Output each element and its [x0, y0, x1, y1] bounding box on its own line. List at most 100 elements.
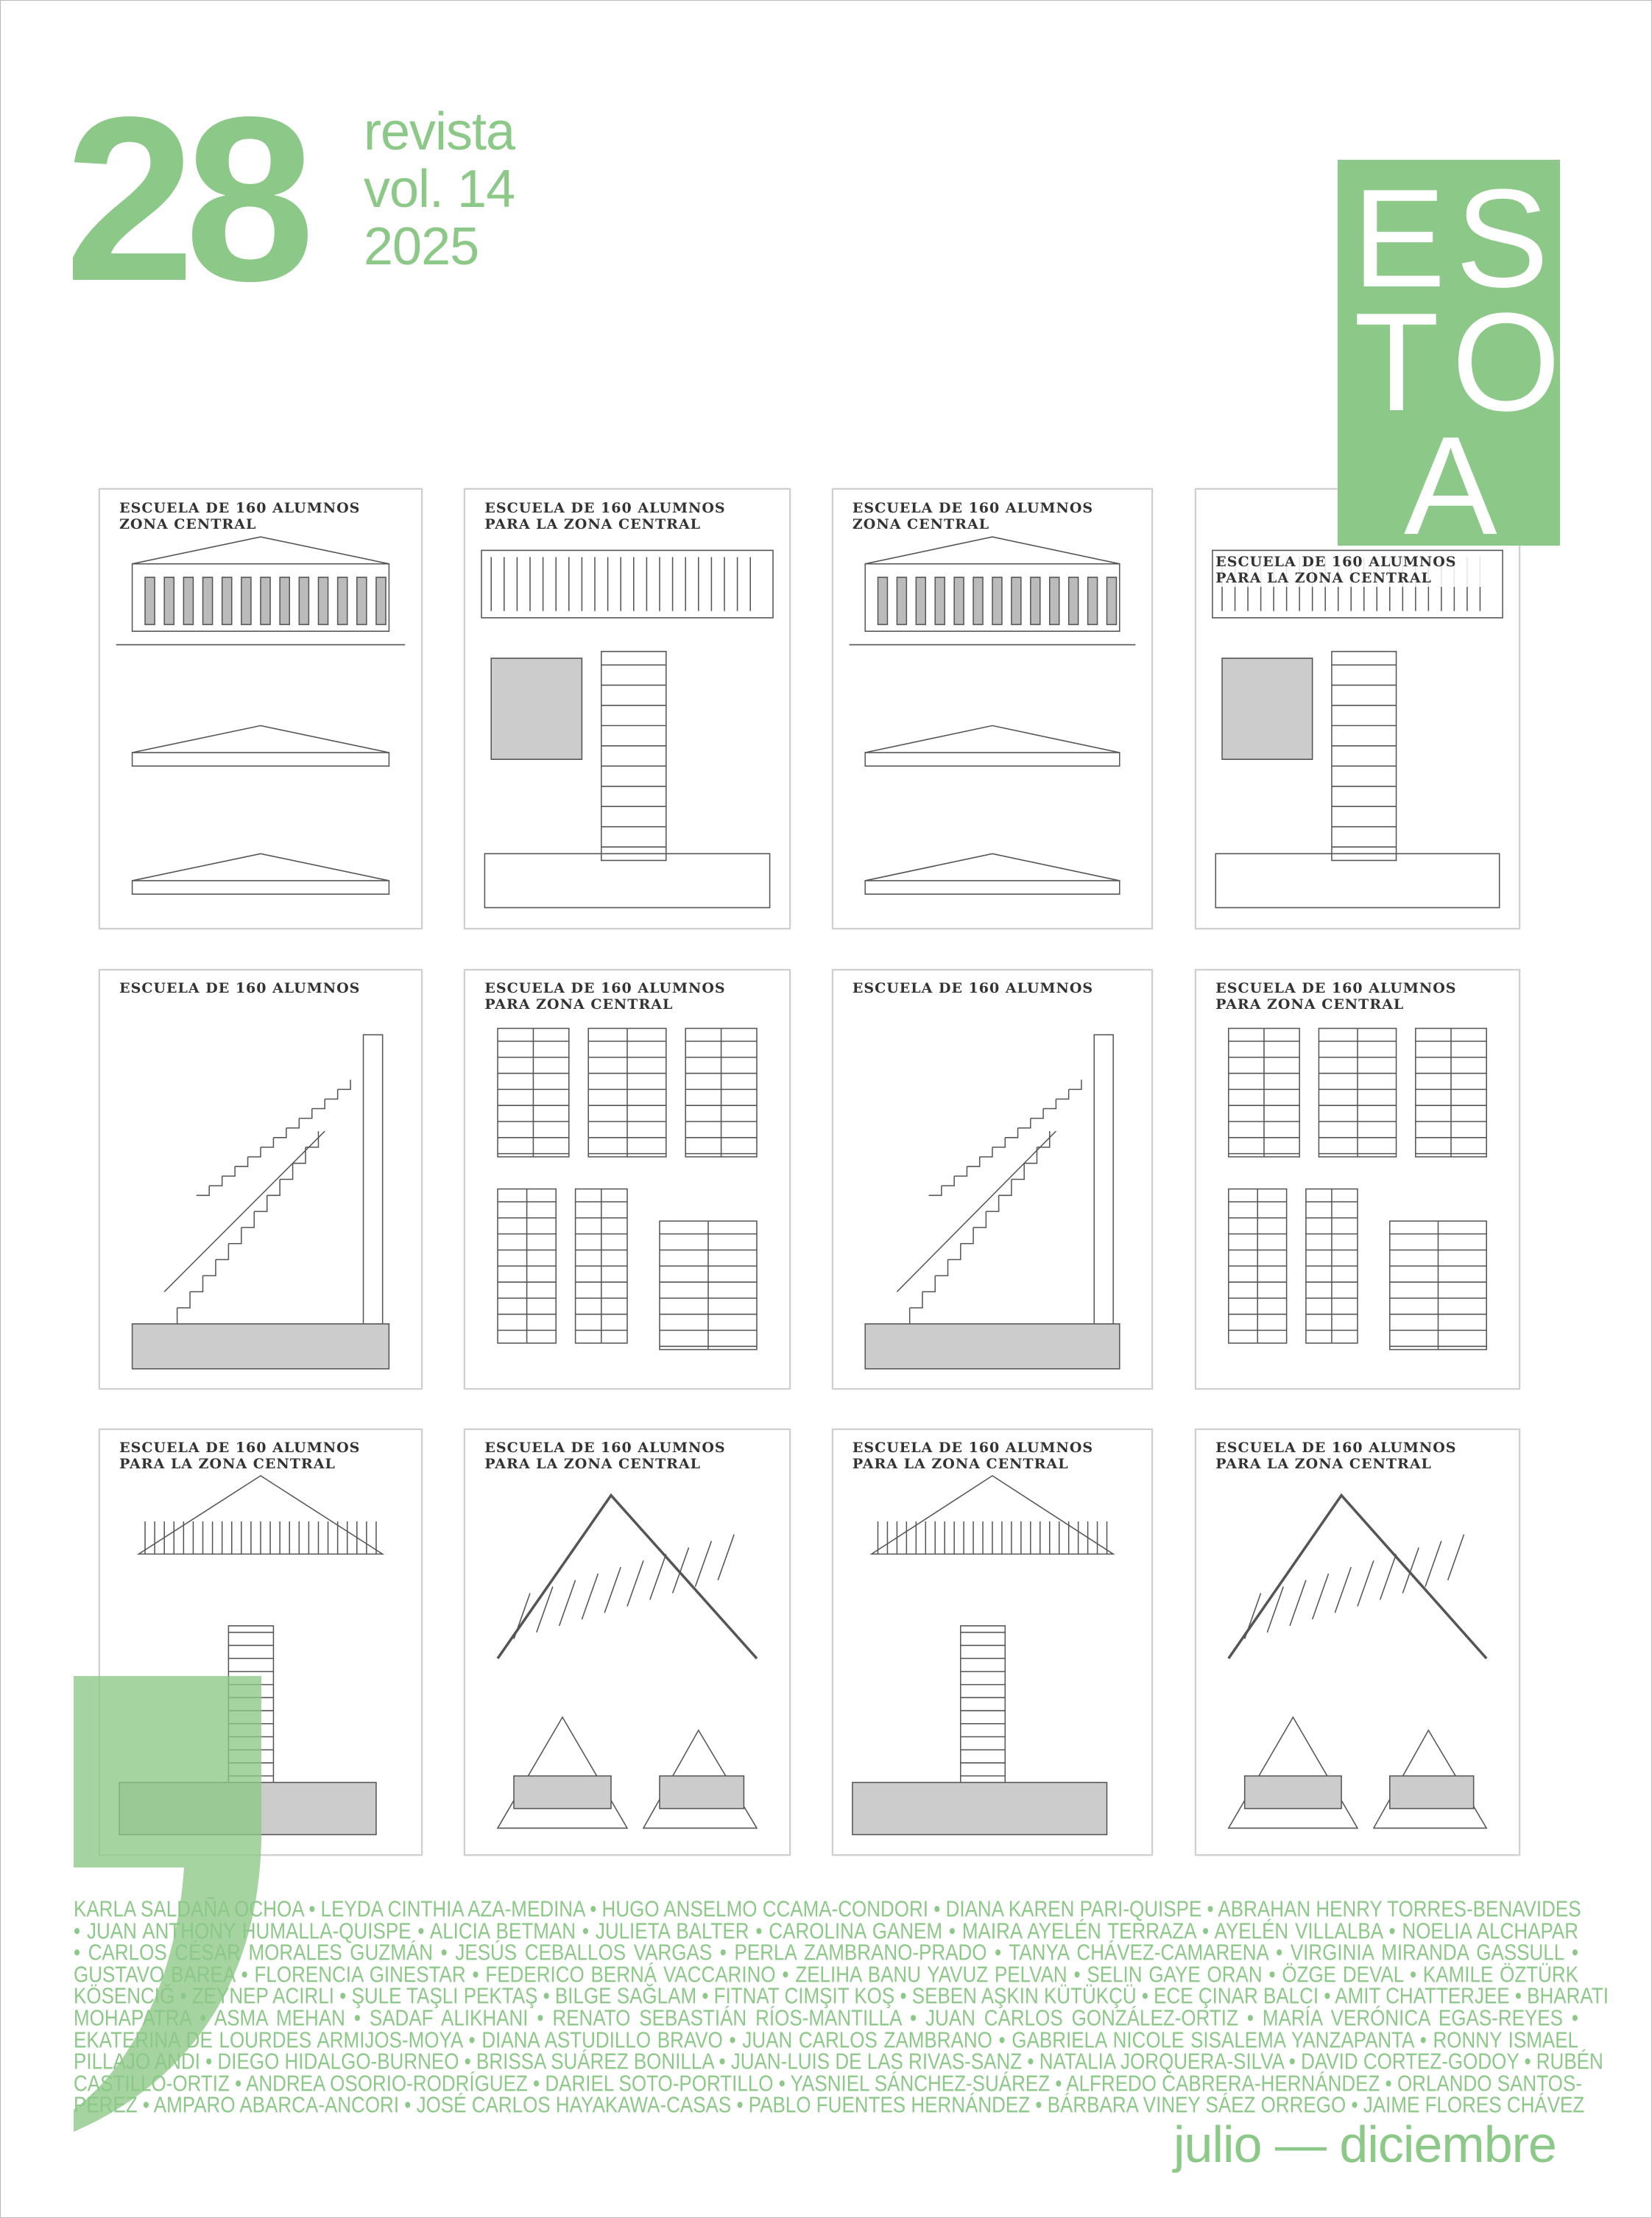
- plate-drawing: ESCUELA DE 160 ALUMNOS PARA LA ZONA CENT…: [99, 1429, 423, 1856]
- year-label: 2025: [364, 217, 479, 276]
- plate-line: [286, 1118, 300, 1129]
- plate-linework: [116, 536, 406, 895]
- plate-line: [934, 577, 945, 625]
- plate-line: [960, 1227, 974, 1244]
- authors-line: KARLA SALDAÑA OCHOA • LEYDA CINTHIA AZA-…: [74, 1895, 1581, 1922]
- plate-line: [864, 752, 1120, 767]
- plate-line: [992, 1137, 1006, 1148]
- plate-line: [852, 1781, 1108, 1836]
- plate-line: [496, 1716, 629, 1829]
- plate-linework: [849, 536, 1136, 895]
- plate-line: [513, 1775, 612, 1809]
- plate-title: ESCUELA DE 160 ALUMNOS ZONA CENTRAL: [119, 500, 402, 533]
- plate-title: ESCUELA DE 160 ALUMNOS: [852, 980, 1133, 998]
- plate-linework: [1227, 1493, 1488, 1829]
- plate-line: [1212, 549, 1503, 619]
- plate-line: [1289, 1580, 1307, 1627]
- plate-line: [865, 853, 1120, 881]
- plate-line: [973, 1211, 987, 1228]
- plate-linework: [119, 1475, 385, 1836]
- plate-line: [1106, 577, 1118, 625]
- plate-line: [897, 1307, 911, 1325]
- plate-linework: [1228, 1027, 1487, 1351]
- plate-line: [317, 577, 329, 625]
- plate-line: [132, 536, 389, 565]
- plate-line: [1425, 1541, 1442, 1587]
- plate-line: [163, 1130, 325, 1292]
- logo-letter-a: A: [1404, 408, 1497, 564]
- plate-line: [375, 577, 386, 625]
- plate-line: [1056, 1089, 1070, 1100]
- plate-line: [717, 1534, 735, 1581]
- plate-drawing: ESCUELA DE 160 ALUMNOS PARA LA ZONA CENT…: [832, 1429, 1153, 1856]
- plate-line: [241, 1211, 255, 1228]
- plate-line: [1243, 1593, 1262, 1639]
- plate-line: [896, 577, 908, 625]
- plate-line: [935, 1259, 949, 1277]
- plate-title: ESCUELA DE 160 ALUMNOS PARA ZONA CENTRAL: [1215, 980, 1500, 1013]
- plate-line: [992, 577, 1003, 625]
- plate-line: [865, 725, 1120, 753]
- plate-line: [1024, 1147, 1038, 1164]
- plate-line: [1311, 1573, 1330, 1620]
- plate-line: [1068, 1080, 1082, 1091]
- journal-label: revista: [364, 102, 515, 161]
- plate-line: [581, 1573, 599, 1620]
- plate-line: [131, 1323, 390, 1370]
- plate-line: [209, 1176, 223, 1186]
- plate-line: [1043, 1099, 1057, 1110]
- plate-line: [967, 1156, 981, 1167]
- plate-drawing: ESCUELA DE 160 ALUMNOS PARA LA ZONA CENT…: [464, 1429, 791, 1856]
- plate-line: [221, 577, 233, 625]
- plate-linework: [864, 1034, 1120, 1370]
- plate-line: [306, 1131, 320, 1148]
- plate-line: [659, 1775, 745, 1809]
- plate-line: [1017, 1118, 1031, 1129]
- plate-line: [144, 577, 155, 625]
- plate-line: [362, 1034, 384, 1325]
- plate-line: [222, 1166, 236, 1177]
- authors-line: MOHAPATRA • ASMA MEHAN • SADAF ALIKHANI …: [74, 2004, 1578, 2031]
- plate-line: [1379, 1554, 1397, 1600]
- plate-linework: [497, 1027, 758, 1351]
- authors-line: EKATERINA DE LOURDES ARMIJOS-MOYA • DIAN…: [74, 2026, 1578, 2053]
- plate-line: [998, 1179, 1012, 1197]
- plate-line: [131, 752, 390, 767]
- plate-drawing: ESCUELA DE 160 ALUMNOS: [99, 969, 423, 1390]
- plate-line: [1266, 1586, 1284, 1633]
- plate-line: [325, 1089, 339, 1100]
- authors-list: KARLA SALDAÑA OCHOA • LEYDA CINTHIA AZA-…: [74, 1895, 1609, 2118]
- plate-linework: [496, 1493, 758, 1829]
- plate-drawing: ESCUELA DE 160 ALUMNOS PARA ZONA CENTRAL: [1195, 969, 1520, 1390]
- plate-title: ESCUELA DE 160 ALUMNOS PARA LA ZONA CENT…: [1215, 1440, 1500, 1474]
- issue-number: 28: [65, 68, 315, 330]
- plate-line: [481, 549, 774, 619]
- plate-title: ESCUELA DE 160 ALUMNOS PARA LA ZONA CENT…: [852, 1440, 1133, 1474]
- authors-line: • CARLOS CÉSAR MORALES GUZMÁN • JESÚS CE…: [74, 1939, 1578, 1965]
- plate-title: ESCUELA DE 160 ALUMNOS PARA LA ZONA CENT…: [119, 1440, 402, 1474]
- plate-line: [337, 1080, 351, 1091]
- plate-line: [247, 1147, 261, 1158]
- plate-line: [260, 577, 271, 625]
- plate-line: [604, 1566, 621, 1613]
- plate-drawing: ESCUELA DE 160 ALUMNOS: [832, 969, 1153, 1390]
- plate-line: [1215, 853, 1500, 909]
- plate-line: [1030, 577, 1041, 625]
- plate-title: ESCUELA DE 160 ALUMNOS ZONA CENTRAL: [852, 500, 1133, 533]
- plate-line: [490, 658, 583, 760]
- plate-line: [877, 577, 889, 625]
- plate-title: ESCUELA DE 160 ALUMNOS PARA LA ZONA CENT…: [484, 1440, 770, 1474]
- plate-line: [1011, 577, 1022, 625]
- plate-line: [202, 1259, 216, 1277]
- plate-line: [694, 1541, 713, 1587]
- plate-line: [1227, 1493, 1488, 1660]
- plate-title: ESCUELA DE 160 ALUMNOS PARA ZONA CENTRAL: [484, 980, 770, 1013]
- plate-line: [132, 725, 389, 753]
- plate-line: [922, 1275, 936, 1292]
- authors-line: GUSTAVO BAREA • FLORENCIA GINESTAR • FED…: [74, 1960, 1578, 1988]
- estoa-logo: E S T O A: [1338, 160, 1561, 556]
- plate-line: [909, 1292, 923, 1309]
- logo-letter-e: E: [1352, 161, 1446, 317]
- authors-line: PILLAJO ANDI • DIEGO HIDALGO-BURNEO • BR…: [74, 2048, 1603, 2074]
- plate-line: [558, 1580, 576, 1627]
